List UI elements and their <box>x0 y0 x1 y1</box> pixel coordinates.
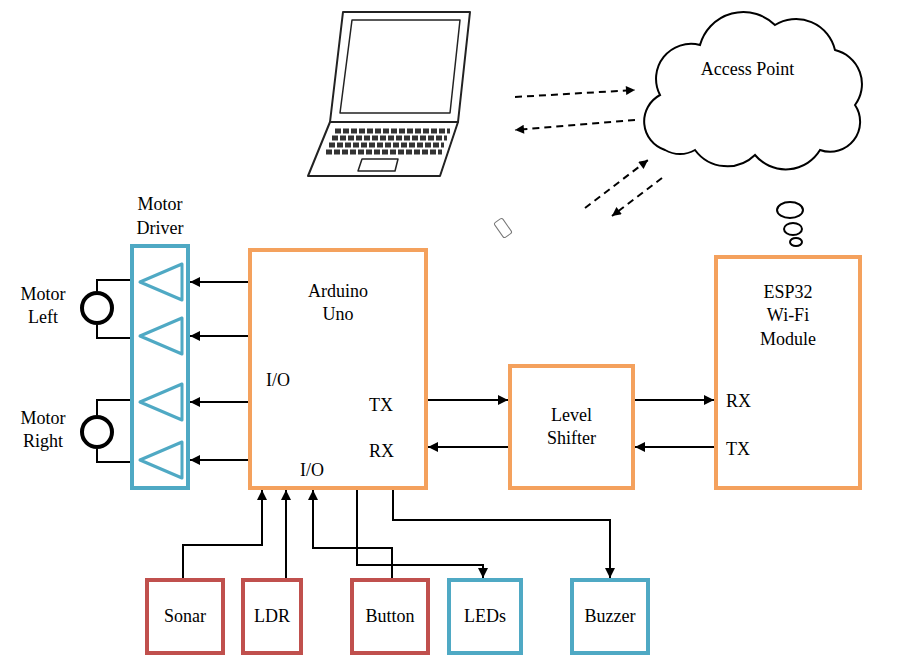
sensor-box: Sonar <box>145 578 225 655</box>
node-label: Level Shifter <box>532 404 612 451</box>
signal-arrow <box>190 281 248 283</box>
bubble <box>784 223 802 235</box>
dashed-arrow <box>515 120 635 130</box>
signal-arrow <box>357 490 483 578</box>
output-box: Buzzer <box>570 578 650 655</box>
motor-wire <box>97 325 130 338</box>
laptop-keys <box>326 131 450 152</box>
laptop-display <box>340 20 460 113</box>
node-label: ESP32 Wi-Fi Module <box>748 281 828 351</box>
bubble <box>790 238 802 246</box>
node-label: LDR <box>254 605 290 628</box>
signal-arrow <box>428 399 508 401</box>
node-label: Arduino Uno <box>298 280 378 327</box>
signal-arrow <box>635 399 714 401</box>
buffer-triangle <box>140 264 182 300</box>
key-row <box>332 136 447 141</box>
motor-wire <box>97 449 130 462</box>
dashed-arrow <box>612 178 662 216</box>
cloud-outline <box>625 0 870 200</box>
laptop-screen <box>330 12 470 122</box>
shifter-box: Level Shifter <box>508 364 635 490</box>
cloud-node: Access Point <box>625 0 870 200</box>
wireless-links <box>515 90 662 216</box>
pin-label: I/O <box>300 459 324 482</box>
thought-bubbles <box>777 202 803 246</box>
buffer-triangle <box>140 384 182 420</box>
node-label: Buzzer <box>585 605 636 628</box>
dashed-arrow <box>585 160 648 208</box>
pin-label: TX <box>726 438 750 461</box>
signal-arrow <box>190 459 248 461</box>
signal-arrow <box>393 490 610 578</box>
driver-buffers <box>140 264 182 478</box>
laptop-base <box>308 122 458 176</box>
motor-circle: Motor Left <box>80 291 114 325</box>
node-label: Access Point <box>645 58 850 81</box>
module-box: ESP32 Wi-Fi ModuleRX TX <box>714 255 862 490</box>
signal-arrow <box>428 446 508 448</box>
controller-box: Arduino UnoI/O TX RX I/O <box>248 248 428 490</box>
driver-box: Motor Driver <box>130 244 190 490</box>
output-box: LEDs <box>447 578 523 655</box>
node-label: LEDs <box>464 605 506 628</box>
pin-label: RX <box>726 390 751 413</box>
motor-circle: Motor Right <box>80 415 114 449</box>
motor-wire <box>97 280 130 291</box>
phone-icon <box>494 218 513 238</box>
key-row <box>335 129 450 134</box>
pin-label: RX <box>369 440 394 463</box>
dashed-arrow <box>515 90 635 97</box>
node-label: Button <box>365 605 414 628</box>
signal-arrow <box>635 446 714 448</box>
buffer-triangle <box>140 442 182 478</box>
motor-wire <box>97 400 130 415</box>
signal-arrow <box>183 490 262 578</box>
key-row <box>329 143 444 148</box>
node-label: Sonar <box>164 605 206 628</box>
bubble <box>777 202 803 218</box>
node-label: Motor Left <box>12 283 74 330</box>
pin-label: I/O <box>266 369 290 392</box>
laptop-illustration <box>308 12 470 176</box>
pin-label: TX <box>369 394 393 417</box>
buffer-triangle <box>140 318 182 354</box>
signal-arrow <box>190 335 248 337</box>
signal-arrow <box>285 490 287 578</box>
cloud-path <box>644 12 862 169</box>
key-row <box>326 150 442 155</box>
phone-body <box>494 218 513 238</box>
signal-arrow <box>190 401 248 403</box>
laptop-touchpad <box>358 159 398 171</box>
node-label: Motor Right <box>12 407 74 454</box>
sensor-box: LDR <box>241 578 303 655</box>
input-box: Button <box>350 578 430 655</box>
node-label: Motor Driver <box>120 193 200 240</box>
